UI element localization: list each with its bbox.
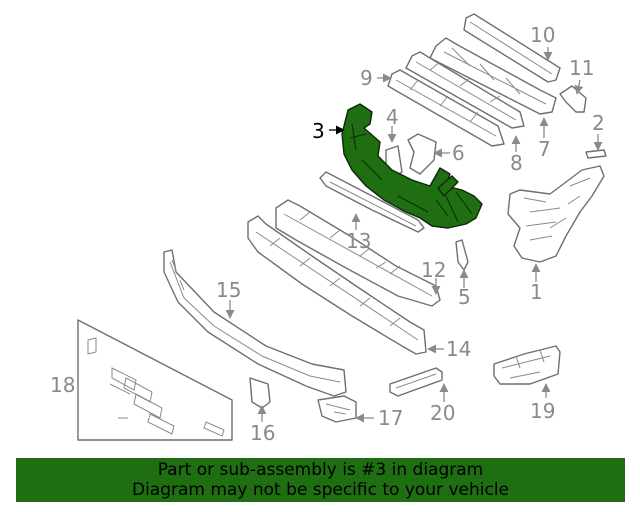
banner-line-1: Part or sub-assembly is #3 in diagram <box>157 460 484 480</box>
part-1 <box>507 165 605 263</box>
part-16 <box>249 377 271 409</box>
callout-labels: 10 11 2 9 4 3 6 7 8 13 12 5 1 15 14 18 2… <box>50 23 605 445</box>
part-15 <box>163 249 347 397</box>
callout-2: 2 <box>592 111 605 135</box>
callout-11: 11 <box>569 56 594 80</box>
callout-14: 14 <box>446 337 471 361</box>
part-19 <box>493 345 561 385</box>
part-20 <box>389 367 443 397</box>
callout-8: 8 <box>510 151 523 175</box>
callout-16: 16 <box>250 421 275 445</box>
info-banner: Part or sub-assembly is #3 in diagram Di… <box>16 458 625 502</box>
callout-7: 7 <box>538 137 551 161</box>
callout-19: 19 <box>530 399 555 423</box>
callout-17: 17 <box>378 406 403 430</box>
part-13 <box>319 171 425 233</box>
callout-13: 13 <box>346 229 371 253</box>
part-2 <box>585 149 607 159</box>
part-12 <box>275 199 441 307</box>
part-10 <box>463 13 561 83</box>
callout-1: 1 <box>530 280 543 304</box>
callout-4: 4 <box>386 105 399 129</box>
part-3-highlighted <box>341 103 483 229</box>
callout-6: 6 <box>452 141 465 165</box>
part-11 <box>559 85 587 113</box>
leader-lines <box>225 47 603 423</box>
part-18 <box>77 319 233 441</box>
callout-10: 10 <box>530 23 555 47</box>
part-9 <box>405 51 525 129</box>
part-6 <box>407 133 437 175</box>
part-8 <box>387 69 505 147</box>
callout-9: 9 <box>360 66 373 90</box>
banner-line-2: Diagram may not be specific to your vehi… <box>131 480 509 500</box>
callout-18: 18 <box>50 373 75 397</box>
callout-12: 12 <box>421 258 446 282</box>
part-14 <box>247 215 427 355</box>
callout-5: 5 <box>458 285 471 309</box>
callout-20: 20 <box>430 401 455 425</box>
callout-3-highlighted: 3 <box>312 119 325 143</box>
part-7 <box>429 37 557 115</box>
callout-15: 15 <box>216 278 241 302</box>
part-17 <box>317 395 357 423</box>
part-5 <box>455 239 469 271</box>
